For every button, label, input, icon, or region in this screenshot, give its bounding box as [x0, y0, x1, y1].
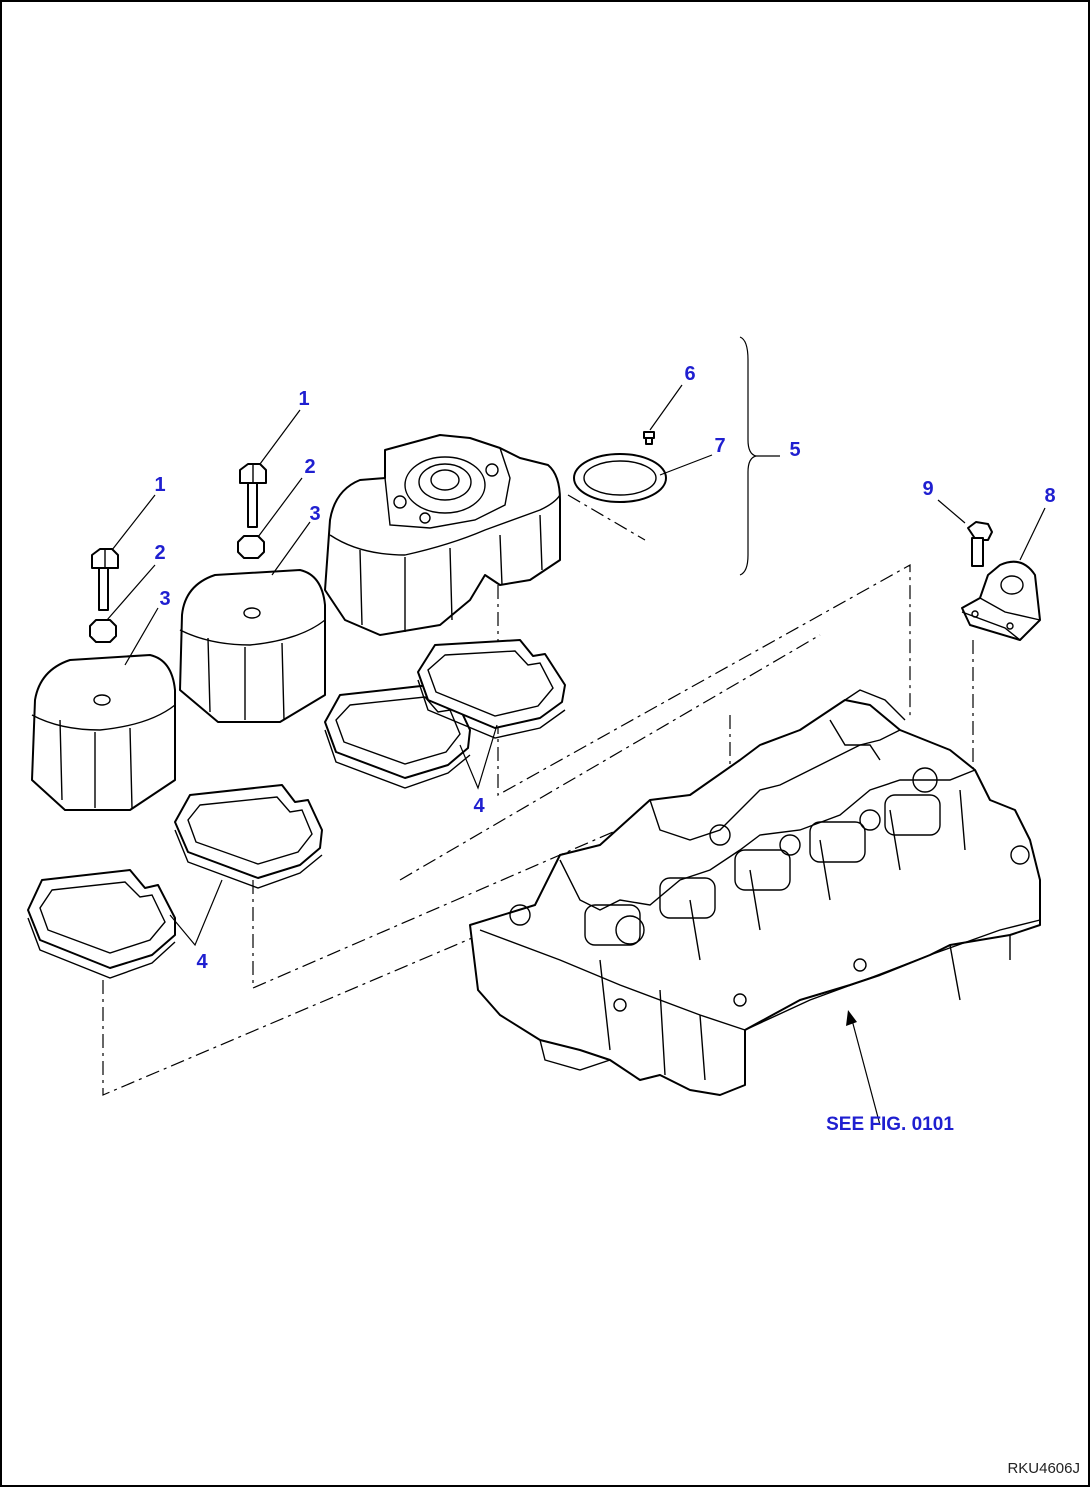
- callout-1: 1: [154, 474, 165, 496]
- lifting-bracket: [961, 560, 1041, 641]
- gasket-front: [27, 869, 176, 979]
- head-cover-rear: [324, 434, 561, 636]
- washer-second: [237, 535, 265, 559]
- callout-3: 3: [309, 503, 320, 525]
- washer-front: [89, 619, 117, 643]
- assembly-brace: [739, 336, 757, 576]
- bolt-bracket: [967, 521, 993, 567]
- head-cover-second: [179, 569, 326, 723]
- bolt-second: [239, 463, 267, 528]
- drawing-code: RKU4606J: [1007, 1460, 1080, 1477]
- callout-4: 4: [196, 951, 208, 973]
- gasket-second: [174, 784, 323, 889]
- head-cover-front: [31, 654, 176, 811]
- leader-lines: [106, 384, 1046, 1126]
- screw-small: [643, 431, 655, 445]
- callouts: 1 1 2 2 3 3 4 4 5 6 7 8 9: [154, 363, 1055, 973]
- o-ring: [573, 453, 667, 503]
- reference-label: SEE FIG. 0101: [826, 1114, 954, 1135]
- bolt-front: [91, 548, 119, 611]
- gasket-rear: [417, 639, 566, 739]
- callout-4: 4: [473, 795, 485, 817]
- callout-7: 7: [714, 435, 725, 457]
- callout-2: 2: [154, 542, 165, 564]
- arrow-head: [846, 1010, 857, 1026]
- callout-1: 1: [298, 388, 309, 410]
- callout-5: 5: [789, 439, 800, 461]
- cylinder-head: [469, 689, 1041, 1096]
- callout-3: 3: [159, 588, 170, 610]
- callout-9: 9: [922, 478, 933, 500]
- callout-6: 6: [684, 363, 695, 385]
- callout-8: 8: [1044, 485, 1055, 507]
- callout-2: 2: [304, 456, 315, 478]
